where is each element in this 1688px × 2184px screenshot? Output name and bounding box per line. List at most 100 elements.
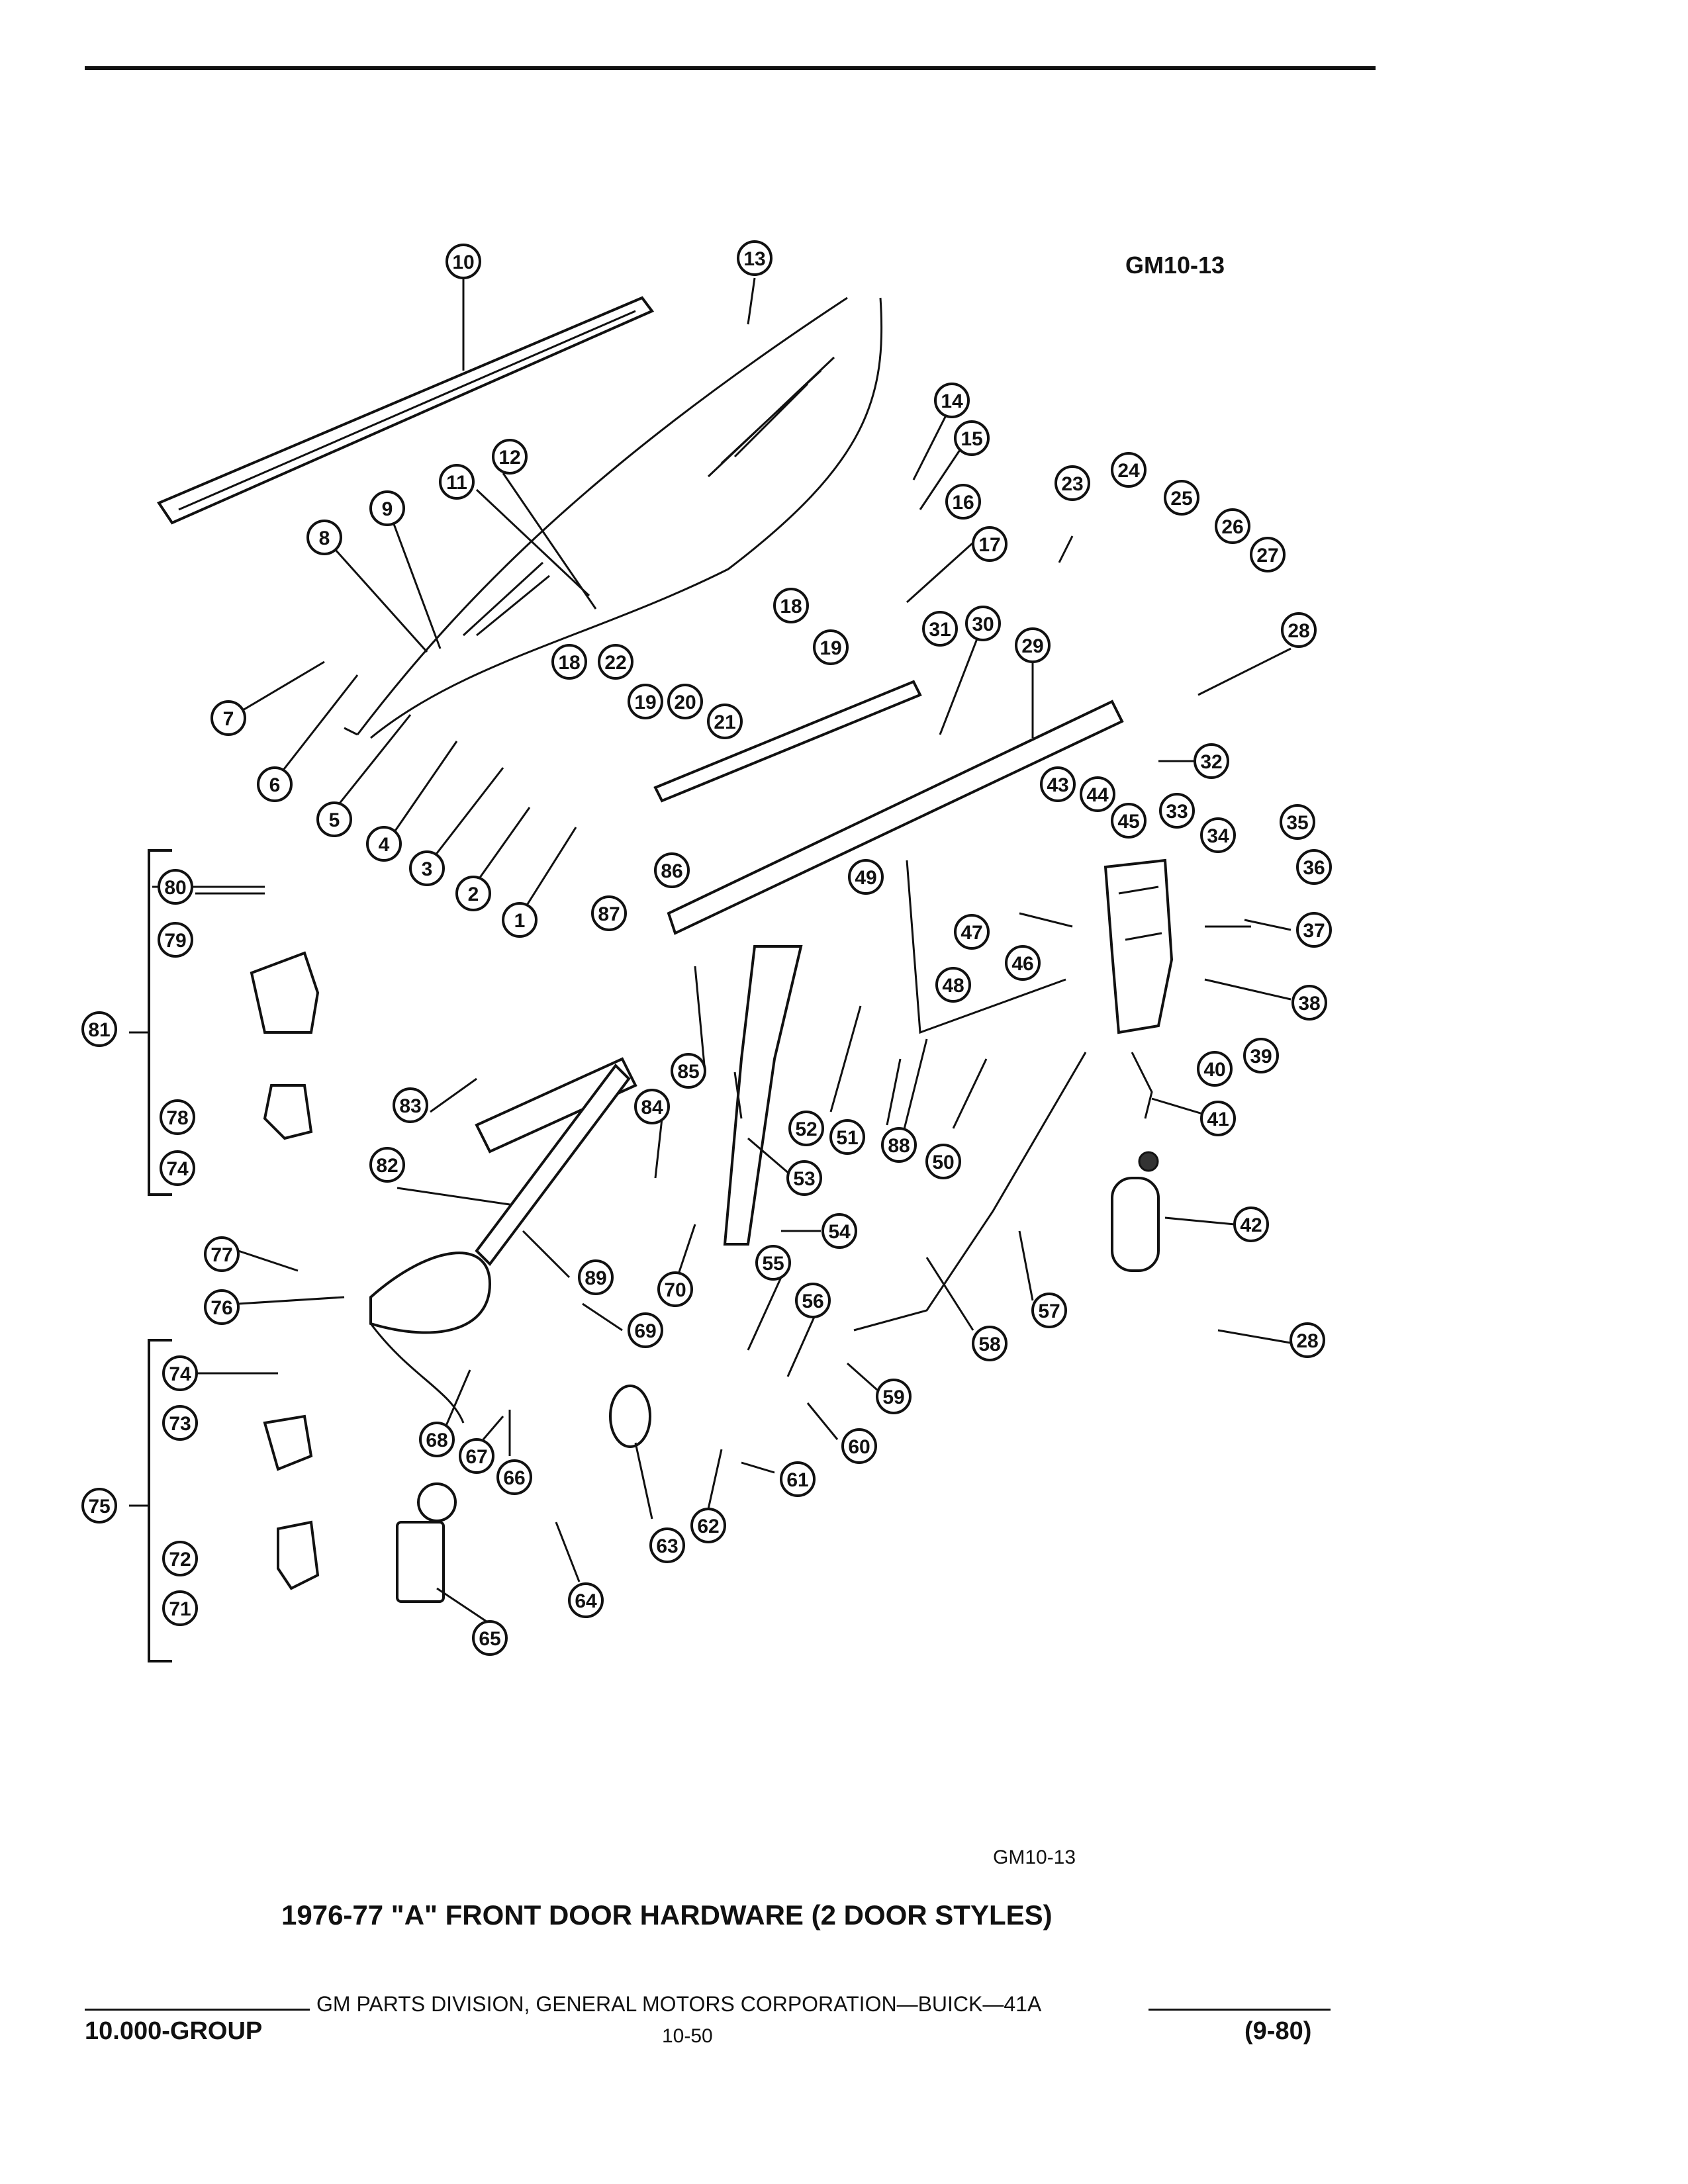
svg-text:42: 42 [1240,1214,1262,1236]
callout-73: 73 [162,1405,198,1441]
svg-text:18: 18 [558,652,580,674]
callout-34: 34 [1200,817,1236,853]
callout-86: 86 [654,852,690,888]
callout-28-top: 28 [1281,612,1317,648]
callout-19-b: 19 [628,684,663,719]
svg-text:47: 47 [961,922,982,944]
callout-30: 30 [965,606,1001,641]
callout-69: 69 [628,1312,663,1348]
motor [396,1482,457,1603]
svg-text:66: 66 [503,1467,525,1489]
svg-text:22: 22 [604,652,626,674]
callout-22: 22 [598,644,633,680]
svg-text:56: 56 [802,1291,823,1312]
svg-text:86: 86 [661,860,682,882]
svg-text:29: 29 [1021,635,1043,657]
callout-13: 13 [737,240,773,276]
callout-80: 80 [158,869,193,905]
svg-text:32: 32 [1200,751,1222,773]
callout-37: 37 [1296,912,1332,948]
svg-text:44: 44 [1086,784,1109,806]
svg-text:21: 21 [714,711,735,733]
svg-text:13: 13 [743,248,765,270]
footer-group: 10.000-GROUP [85,2017,263,2045]
svg-text:89: 89 [585,1267,606,1289]
callout-53: 53 [786,1160,822,1196]
svg-text:11: 11 [446,472,467,494]
callout-42: 42 [1233,1206,1269,1242]
svg-text:58: 58 [978,1334,1000,1355]
callout-62: 62 [690,1508,726,1543]
svg-text:15: 15 [961,428,982,450]
callout-50: 50 [925,1144,961,1179]
svg-text:14: 14 [941,390,963,412]
svg-text:36: 36 [1303,857,1325,879]
svg-text:18: 18 [780,596,802,617]
callout-4: 4 [366,826,402,862]
svg-text:12: 12 [498,447,520,469]
lock-cylinder [1111,1151,1160,1272]
svg-text:19: 19 [820,637,841,659]
top-rule [85,66,1376,70]
callout-63: 63 [649,1527,685,1563]
callout-51: 51 [829,1119,865,1155]
svg-text:9: 9 [382,498,393,520]
callout-8: 8 [306,520,342,555]
callout-26: 26 [1215,508,1250,544]
callout-21: 21 [707,704,743,739]
svg-text:84: 84 [641,1097,663,1118]
svg-text:51: 51 [836,1127,858,1149]
svg-text:31: 31 [929,619,951,641]
callout-55: 55 [755,1245,791,1281]
svg-text:53: 53 [793,1168,815,1190]
figure-title: 1976-77 "A" FRONT DOOR HARDWARE (2 DOOR … [281,1899,1053,1931]
callout-15: 15 [954,420,990,456]
callout-24: 24 [1111,452,1147,488]
callout-12: 12 [492,439,528,475]
callout-85: 85 [671,1053,706,1089]
svg-text:46: 46 [1011,953,1033,975]
callout-52: 52 [788,1111,824,1146]
svg-text:74: 74 [169,1363,191,1385]
callout-7: 7 [211,700,246,736]
callout-45: 45 [1111,803,1147,839]
upper-hinge [250,951,320,1140]
exploded-parts-diagram: 10 13 14 15 16 17 23 24 25 26 27 28 12 1… [81,240,1332,1662]
svg-text:8: 8 [319,527,330,549]
callout-82: 82 [369,1147,405,1183]
svg-text:78: 78 [166,1107,188,1129]
svg-text:38: 38 [1298,993,1320,1015]
svg-text:20: 20 [674,692,696,713]
callout-71: 71 [162,1590,198,1626]
svg-text:30: 30 [972,614,994,635]
bracket-75 [148,1339,172,1662]
callout-44: 44 [1080,776,1115,812]
callout-57: 57 [1031,1293,1067,1328]
callout-36: 36 [1296,849,1332,885]
callout-47: 47 [954,914,990,950]
callout-54: 54 [821,1213,857,1249]
svg-text:88: 88 [888,1135,910,1157]
svg-text:25: 25 [1170,488,1192,510]
pulley [609,1385,651,1448]
svg-text:60: 60 [848,1436,870,1458]
callout-75: 75 [81,1488,117,1524]
callout-5: 5 [316,801,352,837]
svg-text:55: 55 [762,1253,784,1275]
lower-hinge [263,1414,320,1590]
callout-10: 10 [445,244,481,279]
svg-text:4: 4 [379,834,390,856]
svg-text:33: 33 [1166,801,1188,823]
callout-79: 79 [158,922,193,958]
callout-33: 33 [1159,793,1195,829]
svg-text:6: 6 [269,774,281,796]
svg-text:65: 65 [479,1628,500,1650]
callout-66: 66 [496,1459,532,1495]
callout-11: 11 [439,464,475,500]
callout-89: 89 [578,1259,614,1295]
leader-lines [129,277,1295,1623]
svg-text:62: 62 [697,1516,719,1537]
callout-2: 2 [455,876,491,911]
svg-text:69: 69 [634,1320,656,1342]
callout-9: 9 [369,490,405,526]
